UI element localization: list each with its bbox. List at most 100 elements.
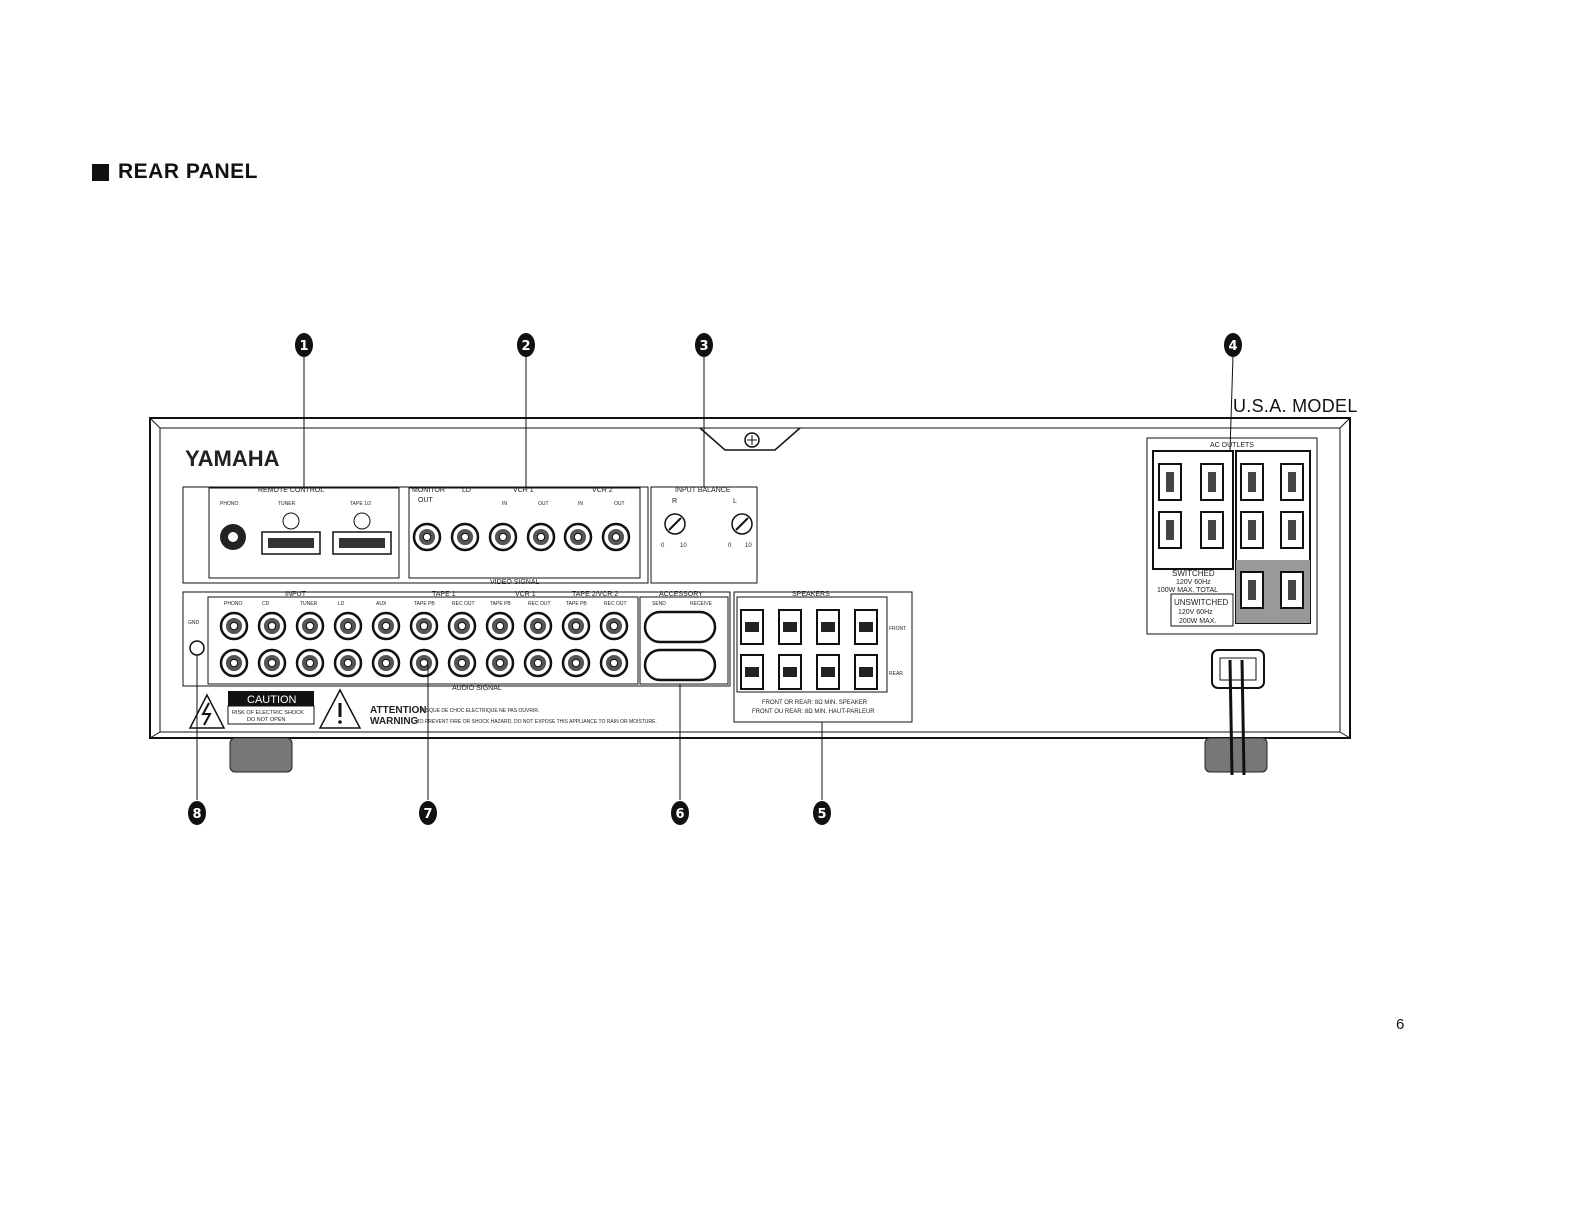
speakers-title: SPEAKERS <box>792 591 830 598</box>
ac-outlet <box>1200 463 1224 501</box>
input-group-label: INPUT <box>285 591 307 598</box>
model-label: U.S.A. MODEL <box>1233 396 1358 416</box>
callout-marker-7: 7 <box>419 801 437 825</box>
accessory-loop-2 <box>643 648 717 682</box>
accessory-group-label: ACCESSORY <box>659 591 703 598</box>
warning-label: WARNING <box>370 716 419 727</box>
audio-jack <box>447 648 477 678</box>
vcr1-video-label: VCR 1 <box>513 487 534 494</box>
ac-outlet <box>1200 511 1224 549</box>
switched-max: 100W MAX. TOTAL <box>1157 587 1218 594</box>
ac-outlet <box>1280 463 1304 501</box>
audio-jack <box>447 611 477 641</box>
speaker-terminal <box>816 654 840 690</box>
attention-text: : RISQUE DE CHOC ELECTRIQUE NE PAS OUVRI… <box>418 708 539 714</box>
tuner-rc-screw <box>282 512 300 530</box>
callout-marker-5: 5 <box>813 801 831 825</box>
callout-marker-8: 8 <box>188 801 206 825</box>
send-label: SEND <box>652 601 666 607</box>
vcr1-in-label: IN <box>502 501 507 507</box>
switched-rating: 120V 60Hz <box>1176 579 1211 586</box>
speakers-note-french: FRONT OU REAR: 8Ω MIN. HAUT-PARLEUR <box>752 709 875 715</box>
audio-column-label: REC OUT <box>528 601 551 607</box>
speaker-terminal <box>740 609 764 645</box>
callout-leaders <box>196 355 1234 800</box>
video-jacks <box>412 522 631 552</box>
switched-title: SWITCHED <box>1172 569 1215 578</box>
unswitched-title: UNSWITCHED <box>1174 598 1228 607</box>
speakers-note-english: FRONT OR REAR: 8Ω MIN. SPEAKER <box>762 700 868 706</box>
audio-column-label: REC OUT <box>452 601 475 607</box>
monitor-label: MONITOR <box>412 487 445 494</box>
callout-marker-3: 3 <box>695 333 713 357</box>
speaker-terminal <box>816 609 840 645</box>
speaker-terminal <box>778 609 802 645</box>
svg-text:5: 5 <box>817 807 826 822</box>
vcr1-group-label: VCR 1 <box>515 591 536 598</box>
speakers-front-label: FRONT <box>889 626 906 632</box>
audio-jack <box>599 611 629 641</box>
input-balance-title: INPUT BALANCE <box>675 487 731 494</box>
caution-line2: DO NOT OPEN <box>247 717 285 723</box>
remote-phono-label: PHONO <box>220 501 238 507</box>
audio-column-label: AUX <box>376 601 387 607</box>
video-jack <box>601 522 631 552</box>
callout-marker-2: 2 <box>517 333 535 357</box>
speaker-terminal <box>854 654 878 690</box>
video-jack <box>450 522 480 552</box>
svg-text:4: 4 <box>1228 339 1237 354</box>
audio-column-label: TAPE PB <box>490 601 511 607</box>
svg-text:2: 2 <box>521 339 530 354</box>
audio-jack <box>599 648 629 678</box>
audio-jack <box>561 611 591 641</box>
audio-jack <box>409 648 439 678</box>
audio-column-label: LD <box>338 601 345 607</box>
balance-l-label: L <box>733 498 737 505</box>
warning-area: CAUTION RISK OF ELECTRIC SHOCK DO NOT OP… <box>188 688 657 729</box>
vcr2-out-label: OUT <box>614 501 625 507</box>
audio-jack <box>219 611 249 641</box>
audio-column-label: TAPE PB <box>566 601 587 607</box>
audio-jack <box>409 611 439 641</box>
input-balance-section: INPUT BALANCE R L 0 10 0 10 <box>650 486 758 584</box>
speaker-terminal <box>740 654 764 690</box>
ac-outlet <box>1240 571 1264 609</box>
audio-jack <box>561 648 591 678</box>
remote-tuner-label: TUNER <box>278 501 296 507</box>
ac-outlet <box>1240 511 1264 549</box>
attention-label: ATTENTION <box>370 705 426 716</box>
audio-jack <box>523 611 553 641</box>
svg-text:6: 6 <box>675 807 684 822</box>
unswitched-max: 200W MAX. <box>1179 618 1216 625</box>
caution-line1: RISK OF ELECTRIC SHOCK <box>232 710 304 716</box>
audio-signal-label: AUDIO SIGNAL <box>452 685 502 692</box>
speaker-terminal <box>854 609 878 645</box>
ac-outlet <box>1158 511 1182 549</box>
video-jack <box>563 522 593 552</box>
audio-jack <box>257 611 287 641</box>
callout-marker-1: 1 <box>295 333 313 357</box>
ac-outlet <box>1158 463 1182 501</box>
audio-column-label: PHONO <box>224 601 242 607</box>
balance-r-label: R <box>672 498 677 505</box>
audio-jack <box>333 611 363 641</box>
remote-control-section: REMOTE CONTROL PHONO TUNER TAPE 1/2 <box>208 487 400 579</box>
gnd-terminal <box>189 640 205 656</box>
speakers-rear-label: REAR <box>889 671 903 677</box>
speaker-terminal <box>778 654 802 690</box>
audio-jack <box>485 611 515 641</box>
audio-jack <box>257 648 287 678</box>
audio-jack <box>485 648 515 678</box>
bullet-square-icon <box>92 163 109 181</box>
callout-marker-4: 4 <box>1224 333 1242 357</box>
vcr2-in-label: IN <box>578 501 583 507</box>
outlet-grid <box>1158 463 1304 609</box>
svg-text:1: 1 <box>299 339 308 354</box>
receive-label: RECEIVE <box>690 601 713 607</box>
power-cord <box>1211 649 1265 776</box>
video-section: MONITOR OUT LD VCR 1 VCR 2 IN OUT IN OUT… <box>408 487 641 586</box>
ld-label: LD <box>462 487 471 494</box>
audio-jack <box>371 611 401 641</box>
audio-jack <box>219 648 249 678</box>
